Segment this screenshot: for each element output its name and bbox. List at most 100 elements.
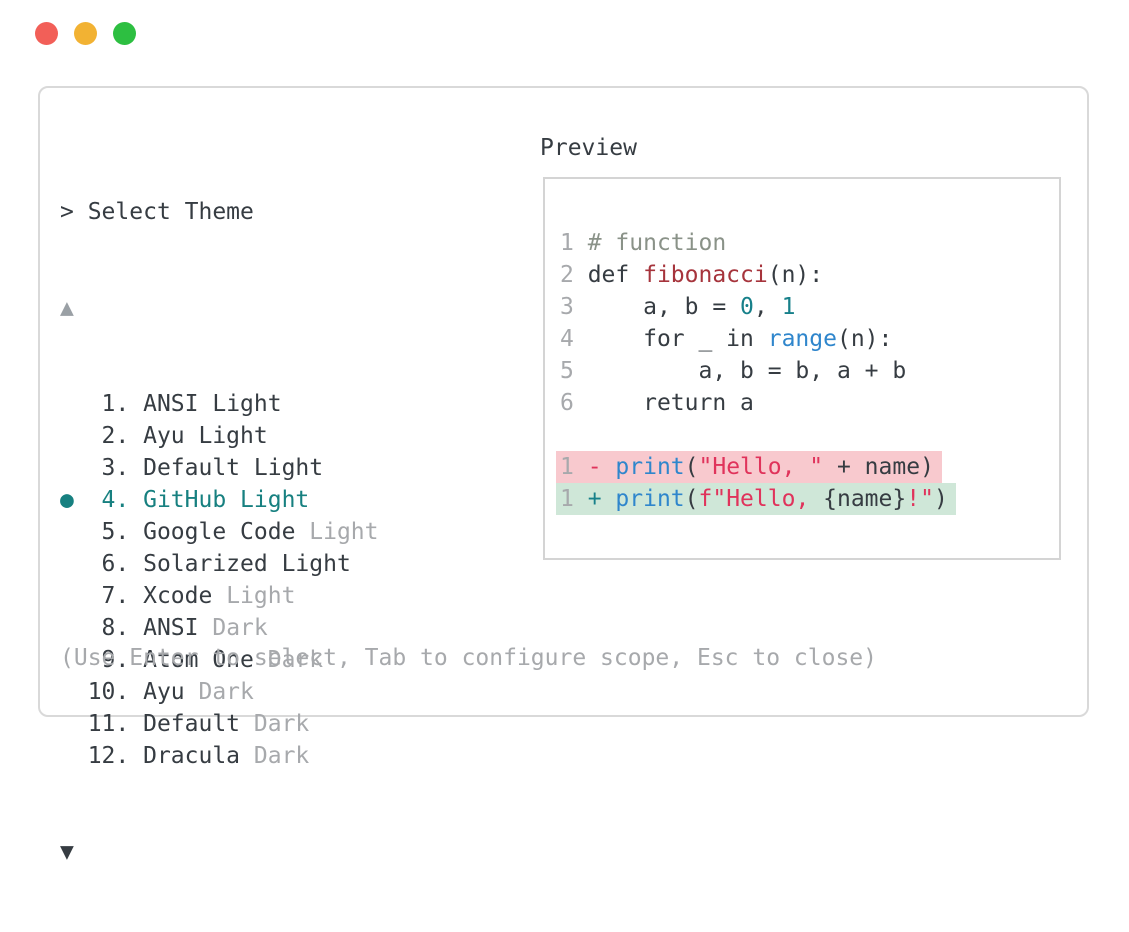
marker-spacer (60, 420, 88, 452)
code-line-3: 3 a, b = 0, 1 (560, 291, 1059, 323)
code-token-number: 0 (740, 294, 754, 320)
theme-item-10[interactable]: 10. Ayu Dark (60, 676, 379, 708)
marker-spacer (60, 580, 88, 612)
theme-item-name: Atom One (143, 647, 268, 673)
code-token-builtin: range (767, 326, 837, 352)
minimize-button[interactable] (74, 22, 97, 45)
code-line-5: 5 a, b = b, a + b (560, 355, 1059, 387)
selected-dot-icon: ● (60, 487, 88, 513)
marker-spacer (60, 676, 88, 708)
keyboard-hint: (Use Enter to select, Tab to configure s… (60, 645, 877, 671)
theme-item-variant: Light (226, 583, 296, 609)
prompt-caret: > (60, 199, 88, 225)
line-number: 3 (560, 294, 588, 320)
diff-highlight-added: 1 + print(f"Hello, {name}!") (556, 483, 956, 515)
theme-item-number: 12. (87, 743, 144, 769)
code-token-plain: for _ in (587, 326, 768, 352)
theme-item-variant: Dark (253, 743, 310, 769)
theme-item-number: 6. (87, 551, 144, 577)
theme-item-name: Default (143, 711, 254, 737)
code-token-plain: (n): (836, 326, 893, 352)
code-token-plain: a, b = (587, 294, 741, 320)
theme-item-number: 3. (87, 455, 144, 481)
code-token-string: f"Hello, (698, 486, 824, 512)
theme-item-name: Solarized (143, 551, 282, 577)
theme-item-1[interactable]: 1. ANSI Light (60, 388, 379, 420)
theme-item-variant: Light (281, 551, 351, 577)
theme-item-12[interactable]: 12. Dracula Dark (60, 740, 379, 772)
code-token-plain: (n): (767, 262, 824, 288)
theme-item-7[interactable]: 7. Xcode Light (60, 580, 379, 612)
theme-item-number: 2. (87, 423, 144, 449)
theme-item-variant: Light (309, 519, 379, 545)
line-number: 2 (560, 262, 588, 288)
theme-item-variant: Light (253, 455, 324, 481)
line-number: 6 (560, 390, 588, 416)
code-token-string: "Hello, " (698, 454, 824, 480)
theme-item-8[interactable]: 8. ANSI Dark (60, 612, 379, 644)
theme-item-variant: Dark (212, 615, 268, 641)
theme-item-name: Default (143, 455, 254, 481)
theme-item-3[interactable]: 3. Default Light (60, 452, 379, 484)
zoom-button[interactable] (113, 22, 136, 45)
theme-item-9[interactable]: 9. Atom One Dark (60, 644, 379, 676)
theme-item-variant: Dark (267, 647, 324, 673)
line-number: 1 (560, 230, 588, 256)
line-number: 1 (560, 454, 588, 480)
code-token-plain: {name} (823, 486, 907, 512)
code-token-removed: - (587, 454, 616, 480)
marker-spacer (60, 452, 88, 484)
theme-item-11[interactable]: 11. Default Dark (60, 708, 379, 740)
code-token-plain: ( (684, 454, 699, 480)
theme-item-4[interactable]: ● 4. GitHub Light (60, 484, 379, 516)
theme-item-name: GitHub (143, 487, 241, 513)
theme-item-number: 4. (87, 487, 144, 513)
code-token-plain: ) (933, 486, 948, 512)
theme-item-name: Dracula (143, 743, 254, 769)
theme-item-variant: Light (240, 487, 310, 513)
theme-item-variant: Dark (198, 679, 254, 705)
close-button[interactable] (35, 22, 58, 45)
code-token-plain: + name) (823, 454, 934, 480)
theme-item-variant: Light (198, 423, 268, 449)
theme-item-name: Ayu (143, 679, 199, 705)
line-number: 1 (560, 486, 588, 512)
code-token-string: !" (906, 486, 934, 512)
code-token-plain: a, b = b, a + b (587, 358, 907, 384)
diff-highlight-removed: 1 - print("Hello, " + name) (556, 451, 942, 483)
theme-list-pane: > Select Theme ▲ 1. ANSI Light 2. Ayu Li… (60, 132, 379, 932)
theme-item-number: 1. (87, 391, 144, 417)
theme-item-6[interactable]: 6. Solarized Light (60, 548, 379, 580)
code-token-plain: ( (684, 486, 699, 512)
code-line-1: 1 # function (560, 227, 1059, 259)
code-line-2: 2 def fibonacci(n): (560, 259, 1059, 291)
window-controls (35, 22, 136, 45)
scroll-down-icon[interactable]: ▼ (60, 839, 74, 865)
code-token-added: + (587, 486, 616, 512)
marker-spacer (60, 388, 88, 420)
scroll-up-icon[interactable]: ▲ (60, 295, 74, 321)
theme-list: 1. ANSI Light 2. Ayu Light 3. Default Li… (60, 388, 379, 772)
theme-picker-dialog: > Select Theme ▲ 1. ANSI Light 2. Ayu Li… (38, 86, 1089, 865)
theme-item-variant: Dark (253, 711, 310, 737)
code-line-4: 4 for _ in range(n): (560, 323, 1059, 355)
blank-line (560, 419, 1059, 451)
palette-header: > Select Theme (60, 196, 379, 228)
code-token-builtin: print (615, 486, 685, 512)
code-token-plain: return a (587, 390, 754, 416)
theme-item-5[interactable]: 5. Google Code Light (60, 516, 379, 548)
code-token-builtin: print (615, 454, 685, 480)
diff-line-added: 1 + print(f"Hello, {name}!") (556, 483, 1059, 515)
theme-item-name: ANSI (143, 615, 213, 641)
theme-item-2[interactable]: 2. Ayu Light (60, 420, 379, 452)
theme-item-number: 8. (87, 615, 144, 641)
code-token-comment: # function (587, 230, 727, 256)
marker-spacer (60, 548, 88, 580)
theme-item-name: Ayu (143, 423, 199, 449)
line-number: 4 (560, 326, 588, 352)
line-number: 5 (560, 358, 588, 384)
theme-item-number: 10. (87, 679, 144, 705)
theme-item-number: 7. (87, 583, 144, 609)
